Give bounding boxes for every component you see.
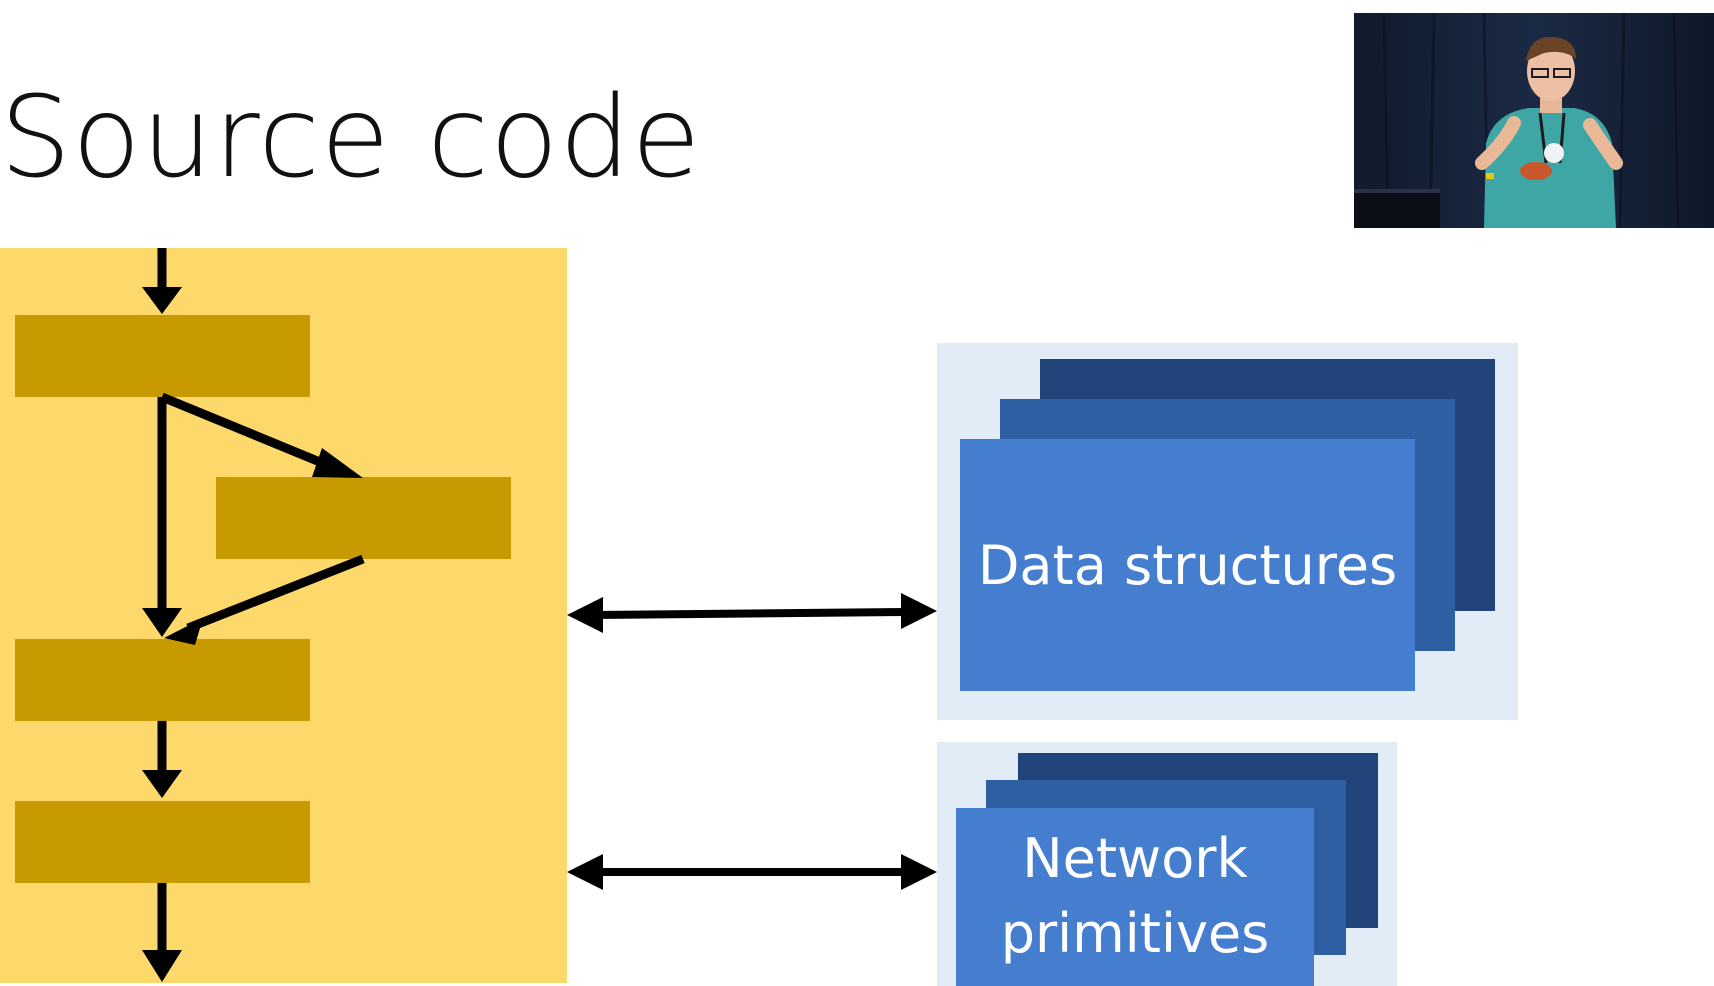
network-primitives-link-head-left xyxy=(567,854,603,890)
data-structures-card-front: Data structures xyxy=(960,439,1415,691)
speaker-video-inset xyxy=(1354,13,1714,228)
data-structures-link-shaft xyxy=(591,608,909,619)
network-primitives-card-front: Network primitives xyxy=(956,808,1314,986)
data-structures-link-head-left xyxy=(567,597,603,633)
code-block-2 xyxy=(216,477,511,559)
network-primitives-link-head-right xyxy=(901,854,937,890)
code-block-3 xyxy=(15,639,310,721)
data-structures-link-head-right xyxy=(901,593,937,629)
slide-title: Source code xyxy=(0,73,702,203)
code-block-4 xyxy=(15,801,310,883)
code-block-1 xyxy=(15,315,310,397)
network-primitives-label: Network primitives xyxy=(1000,827,1270,965)
speaker-video-image xyxy=(1354,13,1714,228)
